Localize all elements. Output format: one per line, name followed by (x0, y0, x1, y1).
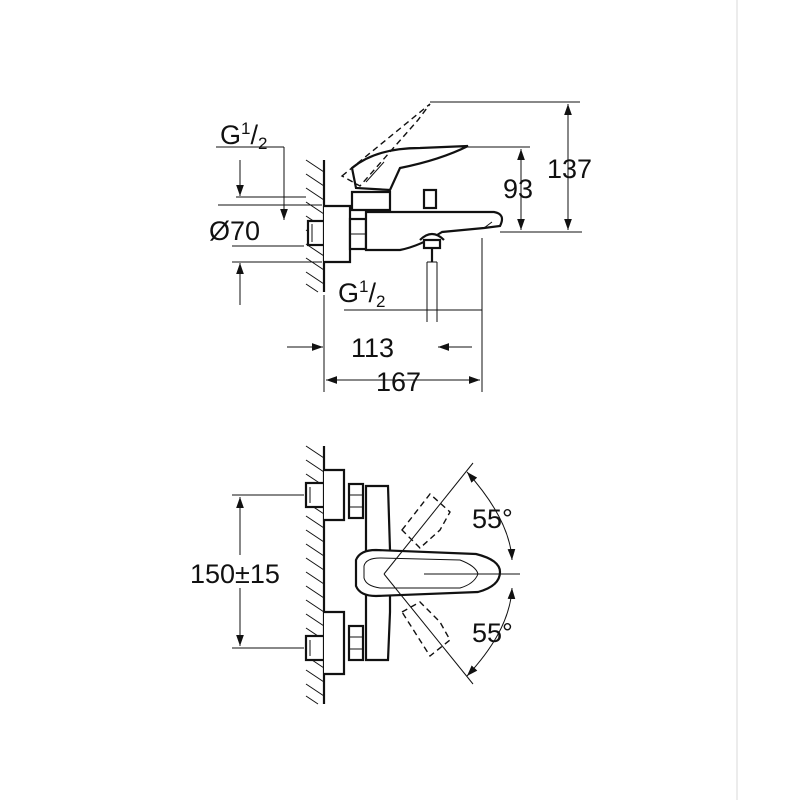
lower-wall-connection (304, 634, 326, 662)
wall-hatching-top (305, 159, 326, 293)
angle-arc-down (466, 587, 516, 677)
front-lever-handle (354, 548, 502, 598)
angle-arc-up (466, 471, 516, 561)
angle-down-label: 55° (472, 618, 513, 648)
centers-label: 150±15 (190, 559, 280, 589)
shower-outlet (422, 238, 442, 250)
inlet-thread-label: G1/2 (220, 119, 267, 153)
lever-down-position (401, 601, 451, 658)
wall-connection (306, 219, 326, 247)
escutcheon (324, 204, 352, 264)
upper-wall-connection (304, 481, 326, 509)
spout-height-label: 93 (503, 174, 533, 204)
total-height-label: 137 (547, 154, 592, 184)
mixer-body (364, 210, 504, 252)
angle-up-label: 55° (472, 504, 513, 534)
side-view: G1/2 Ø70 G1/2 93 137 113 167 (209, 101, 592, 397)
mixer-cartridge-housing (350, 190, 392, 212)
lever-handle (350, 144, 469, 192)
lower-nut (347, 624, 365, 662)
outlet-depth-label: 113 (351, 333, 394, 363)
total-depth-label: 167 (376, 367, 421, 397)
escutcheon-diameter-label: Ø70 (209, 216, 260, 246)
upper-nut (347, 482, 365, 520)
outlet-thread-label: G1/2 (338, 277, 385, 311)
lever-raised-position (340, 103, 431, 187)
lever-up-position (401, 492, 451, 549)
front-view: 150±15 55° 55° (190, 445, 520, 705)
diverter-knob (422, 188, 438, 210)
